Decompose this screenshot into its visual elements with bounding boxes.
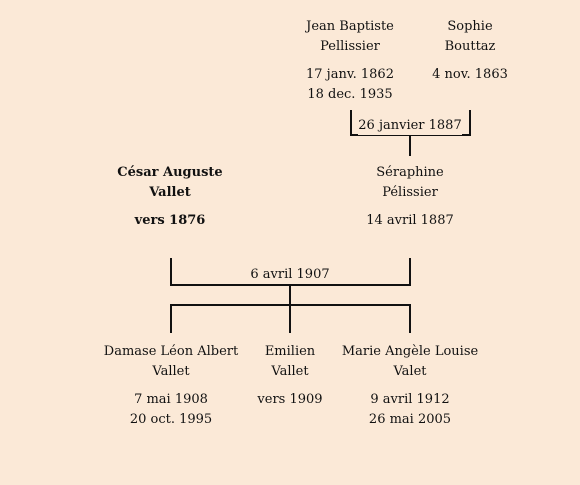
- person-dates: 14 avril 1887: [350, 211, 470, 231]
- marriage-bar: [350, 134, 471, 136]
- marriage-bar: [170, 284, 411, 286]
- person-damase-leon-albert-vallet: Damase Léon Albert Vallet 7 mai 1908 20 …: [96, 342, 246, 430]
- birth-date: 4 nov. 1863: [432, 67, 508, 82]
- person-marie-angele-louise-valet: Marie Angèle Louise Valet 9 avril 1912 2…: [334, 342, 486, 430]
- connector-line: [350, 110, 352, 136]
- connector-line: [409, 258, 411, 286]
- person-name-line1: Séraphine: [376, 165, 444, 180]
- person-jean-baptiste-pellissier: Jean Baptiste Pellissier 17 janv. 1862 1…: [290, 17, 410, 105]
- marriage-date-grandparents: 26 janvier 1887: [358, 117, 462, 135]
- person-dates: 4 nov. 1863: [420, 65, 520, 85]
- person-sophie-bouttaz: Sophie Bouttaz 4 nov. 1863: [420, 17, 520, 85]
- person-name-line1: César Auguste: [117, 165, 223, 180]
- death-date: 18 dec. 1935: [307, 87, 393, 102]
- connector-line: [289, 304, 291, 333]
- person-name-line2: Bouttaz: [444, 39, 496, 54]
- connector-line: [170, 258, 172, 286]
- person-name-line1: Damase Léon Albert: [103, 344, 239, 359]
- person-name-line2: Vallet: [271, 364, 309, 379]
- birth-date: 9 avril 1912: [370, 392, 450, 407]
- connector-line: [469, 110, 471, 136]
- person-dates: vers 1909: [250, 390, 330, 410]
- connector-line: [409, 304, 411, 333]
- birth-date: 14 avril 1887: [366, 213, 454, 228]
- person-name-line2: Pellissier: [320, 39, 380, 54]
- person-emilien-vallet: Emilien Vallet vers 1909: [250, 342, 330, 410]
- person-name-line2: Pélissier: [382, 185, 438, 200]
- connector-line: [289, 286, 291, 306]
- birth-date: 7 mai 1908: [134, 392, 208, 407]
- person-cesar-auguste-vallet: César Auguste Vallet vers 1876: [100, 163, 240, 231]
- death-date: 20 oct. 1995: [129, 412, 213, 427]
- person-name-line1: Emilien: [264, 344, 316, 359]
- person-name-line1: Jean Baptiste: [306, 19, 394, 34]
- person-dates: vers 1876: [100, 211, 240, 231]
- person-dates: 17 janv. 1862 18 dec. 1935: [290, 65, 410, 105]
- person-dates: 9 avril 1912 26 mai 2005: [334, 390, 486, 430]
- person-seraphine-pelissier: Séraphine Pélissier 14 avril 1887: [350, 163, 470, 231]
- birth-date: vers 1876: [134, 213, 206, 228]
- person-name-line2: Valet: [393, 364, 427, 379]
- person-name-line1: Sophie: [447, 19, 493, 34]
- death-date: 26 mai 2005: [368, 412, 452, 427]
- connector-line: [409, 136, 411, 156]
- person-dates: 7 mai 1908 20 oct. 1995: [96, 390, 246, 430]
- person-name-line1: Marie Angèle Louise: [341, 344, 479, 359]
- marriage-date-parents: 6 avril 1907: [240, 266, 340, 284]
- birth-date: vers 1909: [257, 392, 323, 407]
- person-name-line2: Vallet: [152, 364, 190, 379]
- birth-date: 17 janv. 1862: [306, 67, 394, 82]
- person-name-line2: Vallet: [149, 185, 191, 200]
- connector-line: [170, 304, 172, 333]
